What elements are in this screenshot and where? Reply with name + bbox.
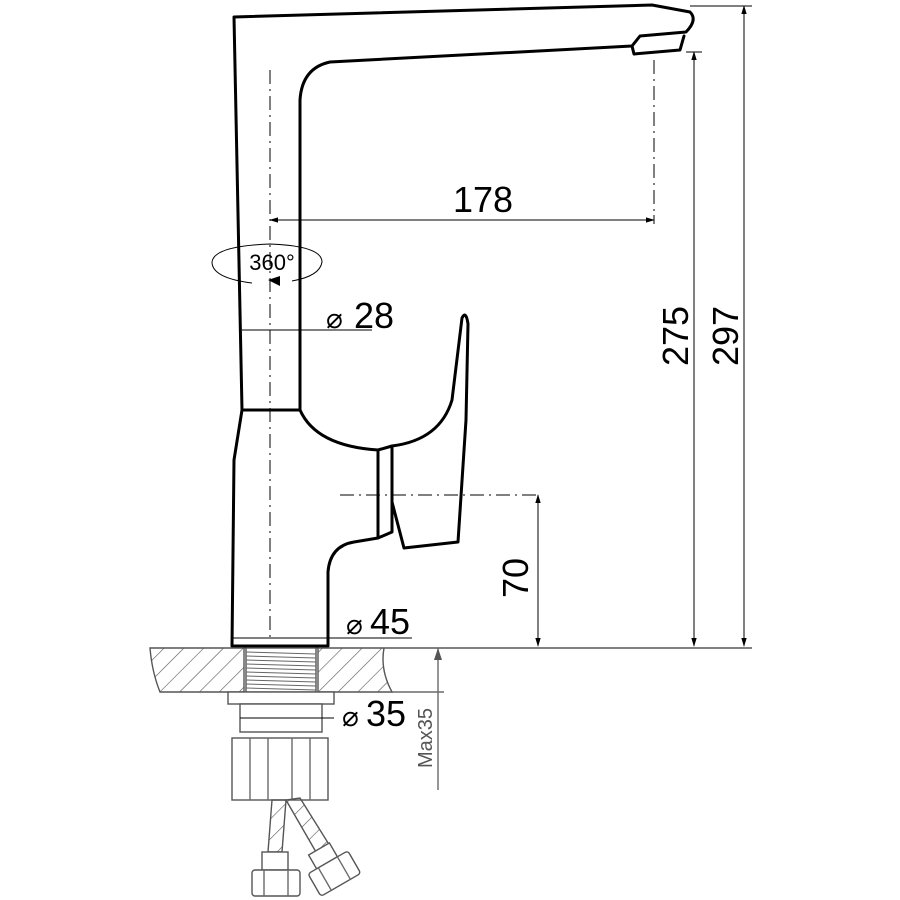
countertop-left [149, 647, 245, 693]
handle-height-label: 70 [495, 558, 536, 598]
body-diameter-label: 28 [354, 295, 394, 336]
lever-handle [390, 313, 470, 550]
thread-lines [245, 651, 317, 691]
threaded-shank [245, 647, 317, 693]
arrow-up-icon [434, 648, 442, 660]
hose-right [284, 797, 332, 853]
hose-ferrule-left [261, 851, 289, 871]
cartridge-housing [376, 444, 394, 540]
thread-line [245, 667, 317, 671]
spout-outline [232, 3, 695, 412]
spout-reach-label: 178 [453, 179, 513, 220]
fixing-sleeve [231, 737, 329, 801]
thread-line [245, 655, 317, 659]
height-to-outlet-label: 275 [655, 306, 696, 366]
thread-line [245, 671, 317, 675]
thread-line [245, 663, 317, 667]
dim-base-diameter: ⌀ 45 [232, 601, 412, 642]
mounting-hardware: ⌀ 35 [227, 691, 406, 734]
sleeve-body [231, 737, 329, 801]
nut-facet [336, 856, 351, 880]
total-height-label: 297 [705, 306, 746, 366]
supply-hoses [251, 797, 361, 897]
thread-line [245, 687, 317, 691]
dim-body-diameter: ⌀ 28 [242, 295, 394, 336]
thread-line [245, 659, 317, 663]
nut-facet [317, 867, 332, 891]
thread-diameter-label: 35 [366, 693, 406, 734]
hose-left [267, 799, 287, 853]
countertop-section [149, 647, 394, 693]
washer [227, 691, 335, 705]
hose-nut-right [308, 851, 361, 896]
diameter-symbol-icon: ⌀ [342, 701, 359, 732]
dim-heights: 275 297 [232, 5, 752, 649]
rotation-arrow-icon [268, 276, 280, 286]
dim-max-thickness: Max35 [392, 648, 444, 790]
hose-nut-left [251, 869, 301, 897]
base-diameter-label: 45 [370, 601, 410, 642]
countertop-right [317, 647, 394, 693]
base-body [230, 408, 380, 648]
thread-line [245, 651, 317, 655]
thread-line [245, 675, 317, 679]
centre-lines [269, 60, 655, 640]
rotation-arc [211, 243, 323, 284]
dim-handle-height: 70 [495, 494, 541, 647]
rotation-label: 360° [249, 250, 295, 275]
rotation-symbol: 360° [211, 243, 323, 286]
thread-line [245, 679, 317, 683]
thread-line [245, 683, 317, 687]
dim-spout-reach: 178 [269, 179, 655, 224]
hose-fitting-right [307, 841, 361, 896]
diameter-symbol-icon: ⌀ [346, 609, 363, 640]
faucet-body [230, 3, 695, 648]
diameter-symbol-icon: ⌀ [326, 303, 343, 334]
aerator [630, 34, 686, 56]
max-thickness-label: Max35 [415, 708, 437, 768]
